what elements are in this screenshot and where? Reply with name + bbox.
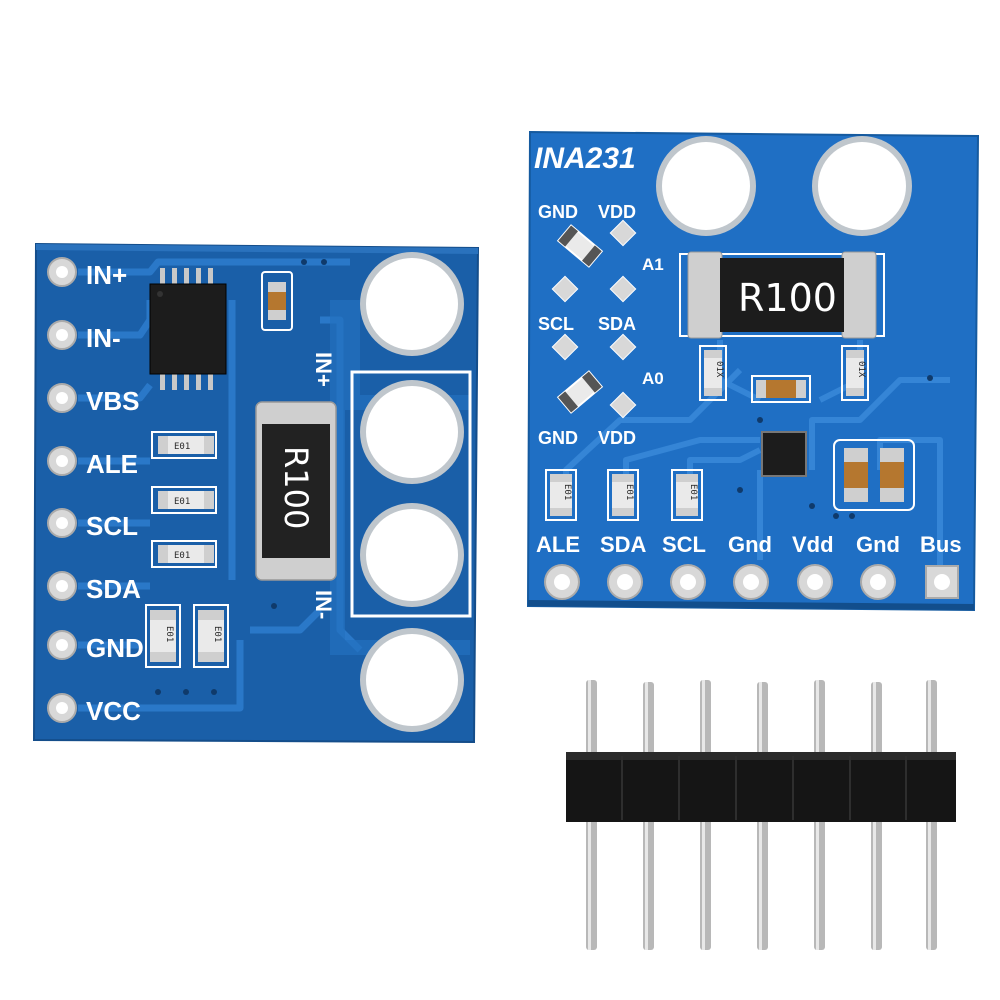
right-small-resistors: 01X 01X — [699, 345, 869, 403]
svg-text:Gnd: Gnd — [728, 532, 772, 557]
svg-text:E01: E01 — [164, 626, 174, 642]
svg-text:Bus: Bus — [920, 532, 962, 557]
left-pcb-board: IN+ IN- VBS ALE SCL SDA GND VCC — [32, 242, 480, 744]
right-bottom-resistors: E01 E01 E01 — [545, 469, 703, 521]
header-plastic — [566, 752, 956, 822]
left-label-sda: SDA — [86, 574, 141, 604]
pin-header — [566, 680, 956, 950]
svg-text:E01: E01 — [174, 497, 190, 507]
right-pcb-board: INA231 GND VDD A1 SCL SDA A0 GND VDD — [526, 130, 980, 612]
left-top-capacitor — [261, 271, 293, 331]
svg-text:ALE: ALE — [536, 532, 580, 557]
right-address-jumper-pads — [551, 219, 637, 419]
left-terminal-label-in-minus: IN- — [311, 590, 336, 619]
svg-text:Gnd: Gnd — [856, 532, 900, 557]
right-top-labels: GND VDD A1 SCL SDA A0 GND VDD — [538, 202, 664, 448]
svg-text:E01: E01 — [562, 484, 572, 500]
left-label-vcc: VCC — [86, 696, 141, 726]
svg-text:VDD: VDD — [598, 428, 636, 448]
right-bypass-capacitors — [833, 439, 915, 511]
left-label-gnd: GND — [86, 633, 144, 663]
left-label-vbs: VBS — [86, 386, 139, 416]
left-smd-resistors: E01 E01 E01 E01 — [145, 431, 229, 668]
svg-text:SCL: SCL — [538, 314, 574, 334]
svg-text:Vdd: Vdd — [792, 532, 834, 557]
right-jumper-resistors — [556, 224, 604, 414]
svg-text:01X: 01X — [714, 361, 724, 378]
left-pin-labels: IN+ IN- VBS ALE SCL SDA GND VCC — [86, 260, 144, 726]
svg-text:SDA: SDA — [600, 532, 647, 557]
right-shunt-resistor: R100 — [679, 251, 885, 339]
left-ic-chip — [149, 268, 227, 390]
svg-text:A1: A1 — [642, 255, 664, 274]
right-terminal-holes — [656, 136, 912, 236]
left-terminal-holes — [350, 252, 472, 732]
left-label-scl: SCL — [86, 511, 138, 541]
svg-text:E01: E01 — [624, 484, 634, 500]
svg-text:A0: A0 — [642, 369, 664, 388]
svg-text:E01: E01 — [174, 551, 190, 561]
left-pin-pads — [47, 257, 77, 723]
svg-text:SCL: SCL — [662, 532, 706, 557]
left-label-in-minus: IN- — [86, 323, 121, 353]
svg-text:E01: E01 — [212, 626, 222, 642]
left-label-in-plus: IN+ — [86, 260, 127, 290]
right-board-title: INA231 — [534, 142, 636, 175]
svg-text:01X: 01X — [856, 361, 866, 378]
left-vias — [155, 259, 327, 695]
right-pin-labels: ALE SDA SCL Gnd Vdd Gnd Bus — [536, 532, 962, 557]
right-shunt-label: R100 — [738, 276, 837, 320]
left-terminal-label-in-plus: IN+ — [311, 352, 336, 387]
svg-text:GND: GND — [538, 202, 578, 222]
left-shunt-label: R100 — [277, 446, 315, 529]
left-label-ale: ALE — [86, 449, 138, 479]
right-vias — [737, 375, 933, 519]
svg-text:E01: E01 — [174, 442, 190, 452]
right-pin-pads — [544, 564, 959, 600]
left-copper-pour — [330, 300, 470, 655]
svg-text:VDD: VDD — [598, 202, 636, 222]
svg-text:SDA: SDA — [598, 314, 636, 334]
svg-text:E01: E01 — [688, 484, 698, 500]
left-shunt-resistor: R100 — [255, 401, 337, 581]
svg-text:GND: GND — [538, 428, 578, 448]
right-ic-chip — [761, 431, 807, 477]
